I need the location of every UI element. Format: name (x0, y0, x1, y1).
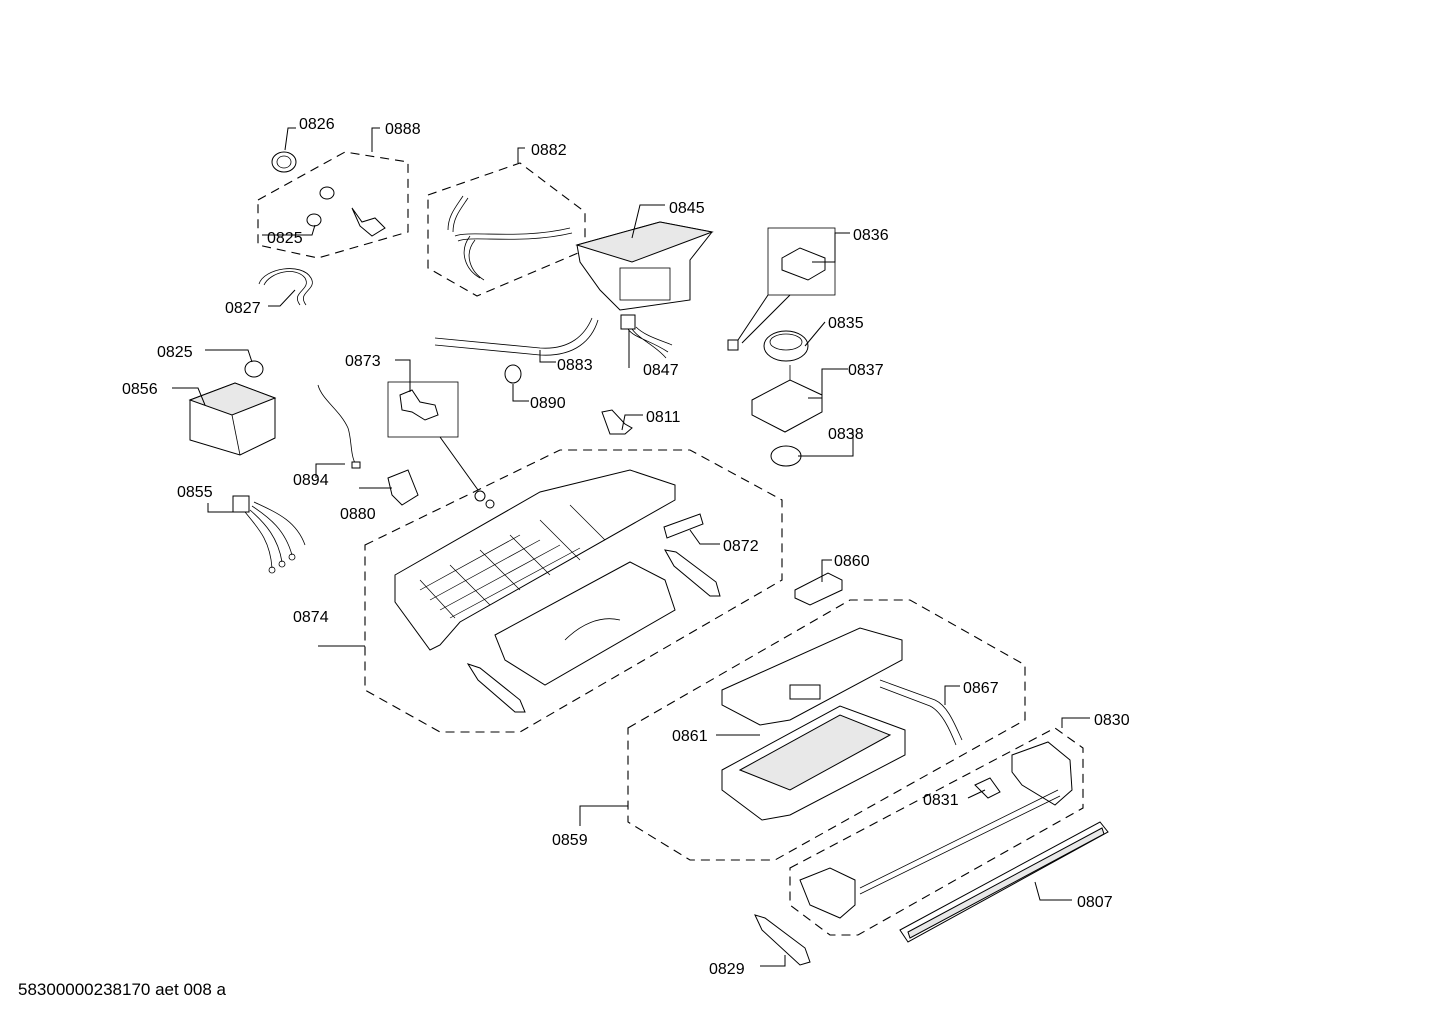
tube-0883 (434, 317, 593, 349)
part-label: 0859 (552, 832, 588, 849)
part-label: 0872 (723, 538, 759, 555)
connector-0847 (620, 314, 636, 330)
detail-leader-0836 (737, 294, 769, 341)
connector-0855 (232, 495, 250, 513)
hose-0882 (447, 195, 571, 279)
label-plate-0872 (663, 513, 704, 539)
shaft-0867 (879, 679, 963, 741)
housing-0837 (751, 379, 823, 433)
sensor-0836 (781, 247, 826, 281)
part-label: 0882 (531, 142, 567, 159)
part-label: 0890 (530, 395, 566, 412)
handle-right-0874 (664, 549, 721, 597)
clip-0831 (974, 777, 1001, 799)
bracket-0830 (1011, 741, 1073, 806)
group-outline-0874 (364, 449, 783, 733)
washer-0888 (319, 186, 335, 200)
part-label: 0860 (834, 553, 870, 570)
detail-leader-0873 (439, 436, 479, 491)
part-label: 0825 (267, 230, 303, 247)
rod-0830 (859, 789, 1059, 889)
part-label: 0855 (177, 484, 213, 501)
part-labels: 0826 0888 0882 0845 0825 0836 0827 0835 … (122, 116, 1130, 978)
lever-0829 (754, 914, 811, 966)
part-label: 0894 (293, 472, 329, 489)
part-label: 0829 (709, 961, 745, 978)
part-label: 0830 (1094, 712, 1130, 729)
bracket-0830-b (799, 867, 856, 919)
leader-lines (172, 127, 1090, 967)
part-label: 0856 (122, 381, 158, 398)
part-label: 0867 (963, 680, 999, 697)
valve-0873 (399, 389, 439, 421)
part-label: 0838 (828, 426, 864, 443)
group-outline-0859 (627, 599, 1026, 861)
bracket-0888 (351, 207, 386, 237)
part-label: 0825 (157, 344, 193, 361)
part-label: 0811 (646, 409, 681, 426)
part-label: 0847 (643, 362, 679, 379)
hose-0827 (263, 271, 307, 306)
part-label: 0827 (225, 300, 261, 317)
drawing-code: 58300000238170 aet 008 a (18, 980, 226, 999)
handle-left-0874 (466, 663, 526, 713)
grille-0874 (419, 504, 606, 619)
part-label: 0836 (853, 227, 889, 244)
motor-0835 (763, 330, 809, 362)
cap-0838 (770, 445, 802, 467)
part-label: 0874 (293, 609, 329, 626)
part-label: 0835 (828, 315, 864, 332)
part-label: 0861 (672, 728, 708, 745)
lid-0861 (721, 627, 903, 726)
part-label: 0883 (557, 357, 593, 374)
part-label: 0837 (848, 362, 884, 379)
part-label: 0826 (299, 116, 335, 133)
filter-0860 (794, 572, 843, 606)
gasket-0826 (271, 151, 297, 173)
fitting-0890 (504, 364, 522, 384)
part-label: 0807 (1077, 894, 1113, 911)
part-label: 0880 (340, 506, 376, 523)
detail-box-0873 (387, 381, 459, 438)
part-label: 0888 (385, 121, 421, 138)
clip-0825-b (244, 360, 264, 378)
clip-0811 (601, 409, 633, 435)
part-label: 0873 (345, 353, 381, 370)
part-label: 0845 (669, 200, 705, 217)
tray-0874 (494, 561, 676, 686)
group-outline-0830 (789, 727, 1084, 936)
group-outline-0888 (257, 151, 409, 259)
part-label: 0831 (923, 792, 959, 809)
clip-0825 (306, 213, 322, 227)
cable-0894 (317, 384, 357, 466)
bracket-0880 (387, 469, 419, 506)
